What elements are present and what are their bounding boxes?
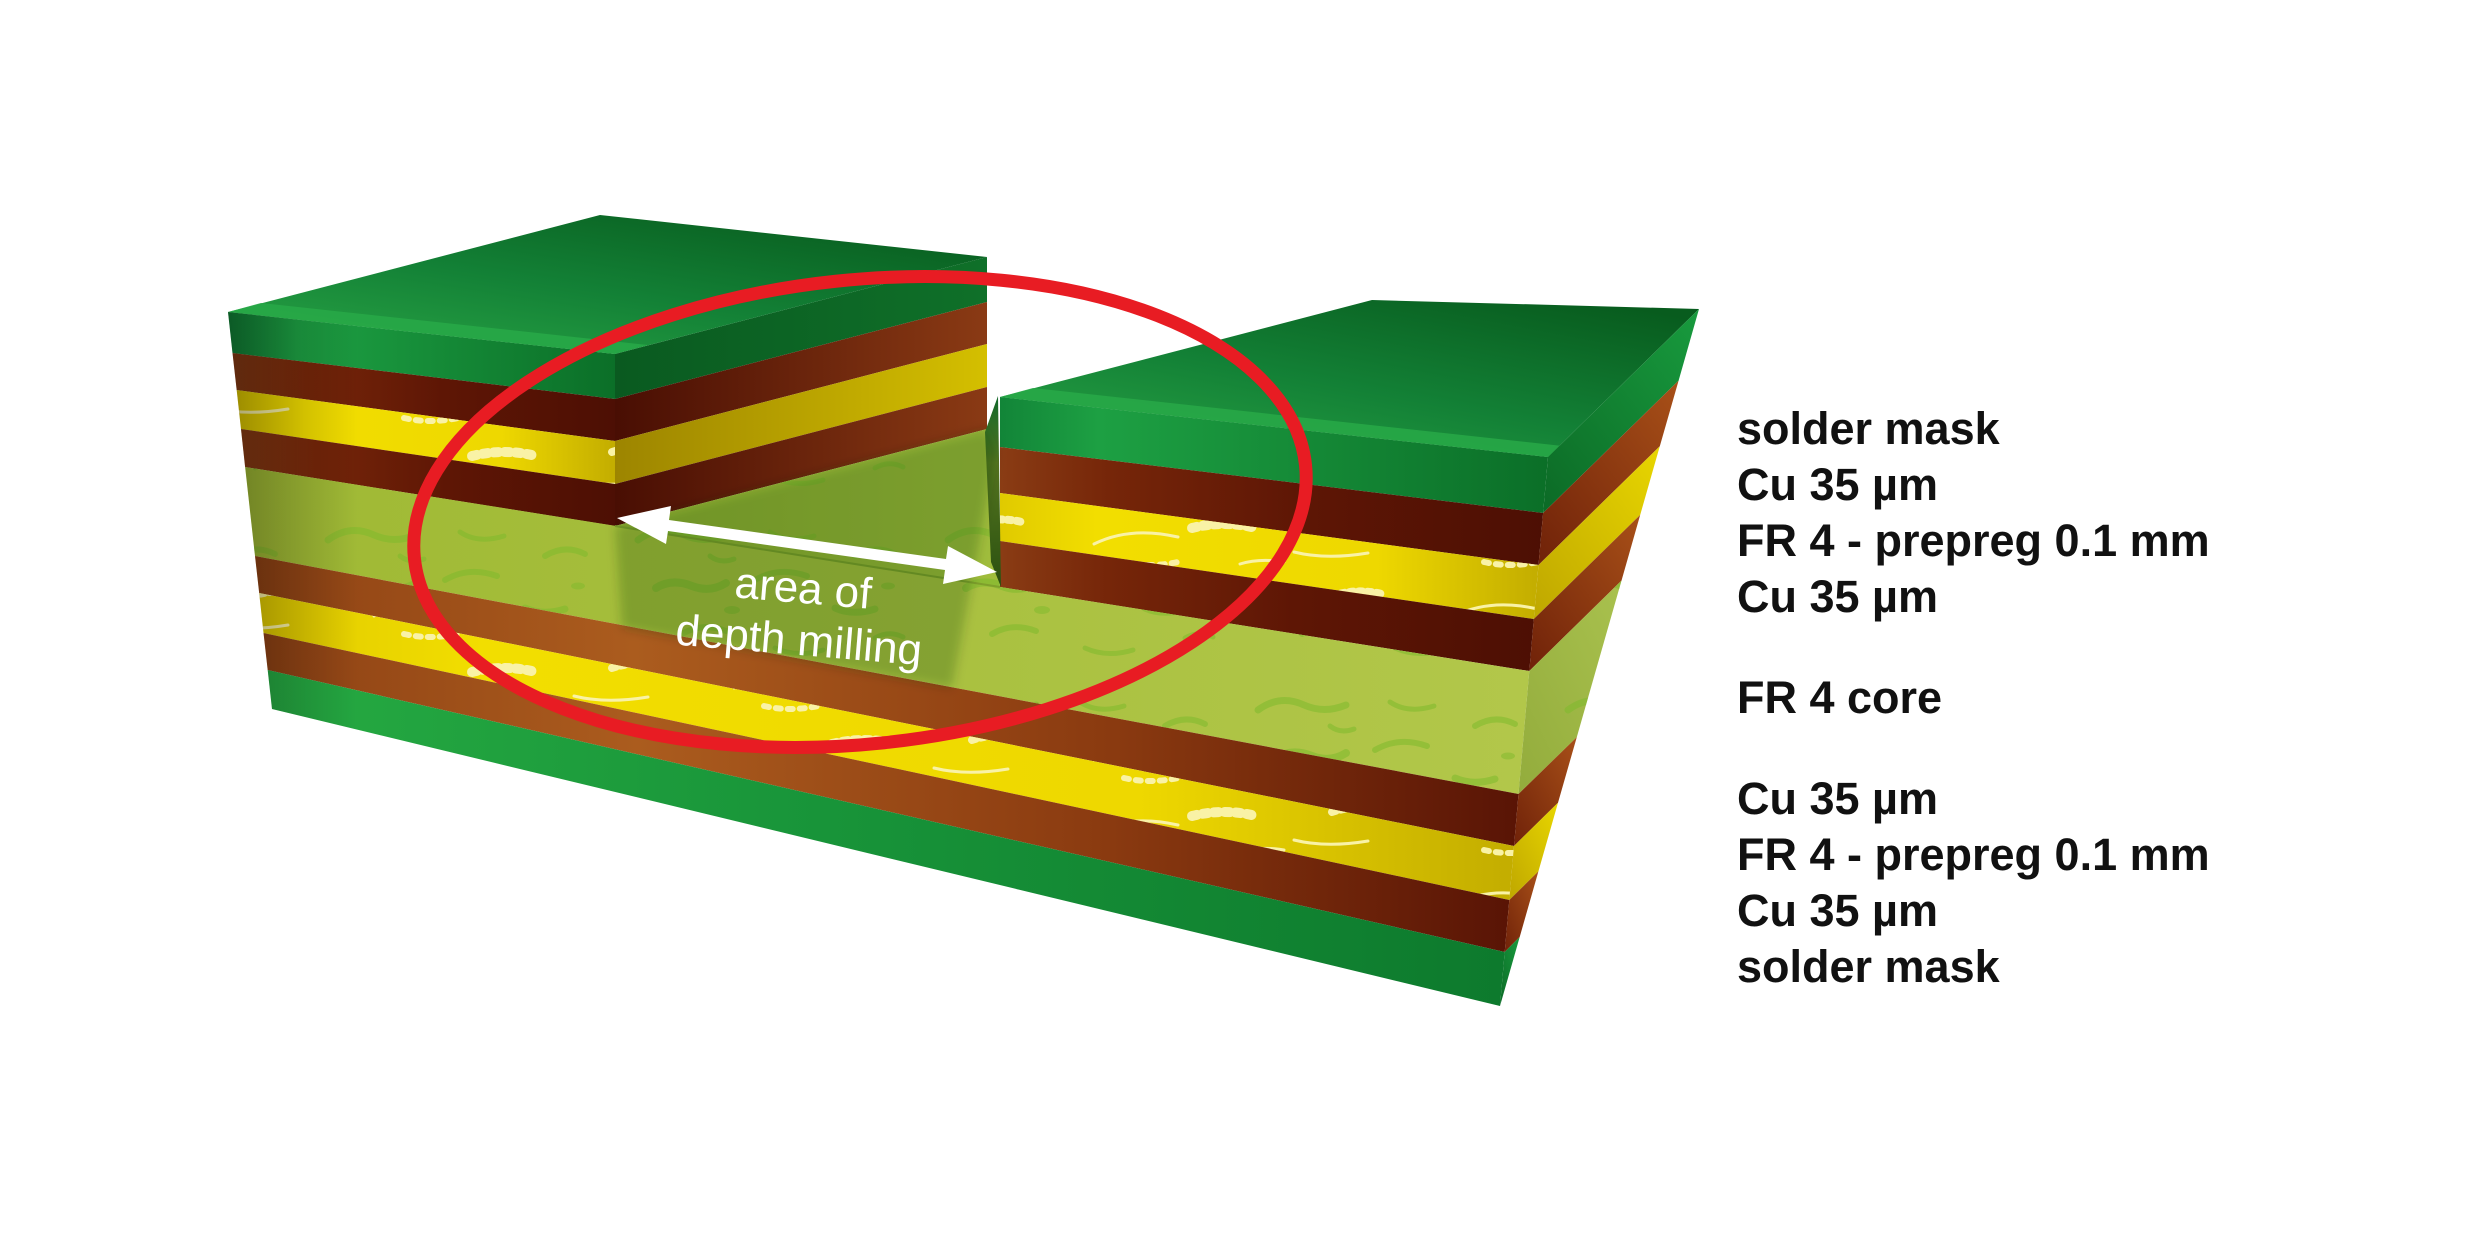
side-layer-prepreg-2 (1509, 802, 1558, 900)
pocket-shadow (615, 429, 996, 688)
side-layer-prepreg-1 (1533, 446, 1660, 619)
side-layer-cu-3 (1514, 737, 1577, 846)
layer-label: solder mask (1737, 403, 2000, 454)
side-layer-solder-mask-bottom (1500, 937, 1520, 1006)
side-layer-cu-4 (1504, 871, 1539, 952)
cut-wall-cu-2 (615, 387, 987, 526)
right-block-top-face (1000, 300, 1699, 457)
front-layer-cu-1-right (1000, 447, 1544, 565)
cut-wall-solder-mask (615, 257, 987, 399)
layer-label-group-top: solder mask Cu 35 µm FR 4 - prepreg 0.1 … (1737, 401, 2210, 625)
layer-label: FR 4 - prepreg 0.1 mm (1737, 515, 2210, 566)
layer-label: FR 4 - prepreg 0.1 mm (1737, 829, 2210, 880)
cut-wall-cu-1 (615, 302, 987, 441)
layer-label: Cu 35 µm (1737, 773, 1938, 824)
front-layer-prepreg-1-right-texture (1000, 493, 1539, 619)
layer-label: solder mask (1737, 941, 2000, 992)
milling-area-ellipse (407, 270, 1313, 754)
pocket-cut-wall-left (615, 257, 987, 526)
depth-arrow-icon (617, 506, 997, 584)
side-layer-fr4-core-texture (1518, 580, 1622, 794)
left-block-top-face (228, 215, 987, 354)
pcb-right-side-face (1500, 309, 1699, 1006)
layer-label: Cu 35 µm (1737, 885, 1938, 936)
layer-label: Cu 35 µm (1737, 571, 1938, 622)
front-layer-solder-mask-top-right (1000, 397, 1548, 513)
side-layer-cu-1 (1538, 380, 1679, 565)
layer-label-group-core: FR 4 core (1737, 670, 2210, 726)
front-layer-solder-mask-bottom (267, 670, 1505, 1006)
milled-pocket (614, 257, 1001, 688)
layer-label: Cu 35 µm (1737, 459, 1938, 510)
front-layer-cu-3 (255, 556, 1519, 846)
side-layer-solder-mask-top (1543, 309, 1699, 513)
layer-label: FR 4 core (1737, 672, 1943, 723)
layer-labels: solder mask Cu 35 µm FR 4 - prepreg 0.1 … (1737, 401, 2210, 995)
left-edge-shading (228, 312, 358, 1006)
pcb-top-faces (228, 215, 1699, 457)
cut-wall-prepreg (615, 344, 987, 484)
layer-label-group-bottom: Cu 35 µm FR 4 - prepreg 0.1 mm Cu 35 µm … (1737, 771, 2210, 995)
side-layer-cu-2 (1529, 514, 1641, 671)
left-block-front-bevel (228, 303, 648, 354)
front-layer-cu-2-right (1000, 541, 1534, 671)
